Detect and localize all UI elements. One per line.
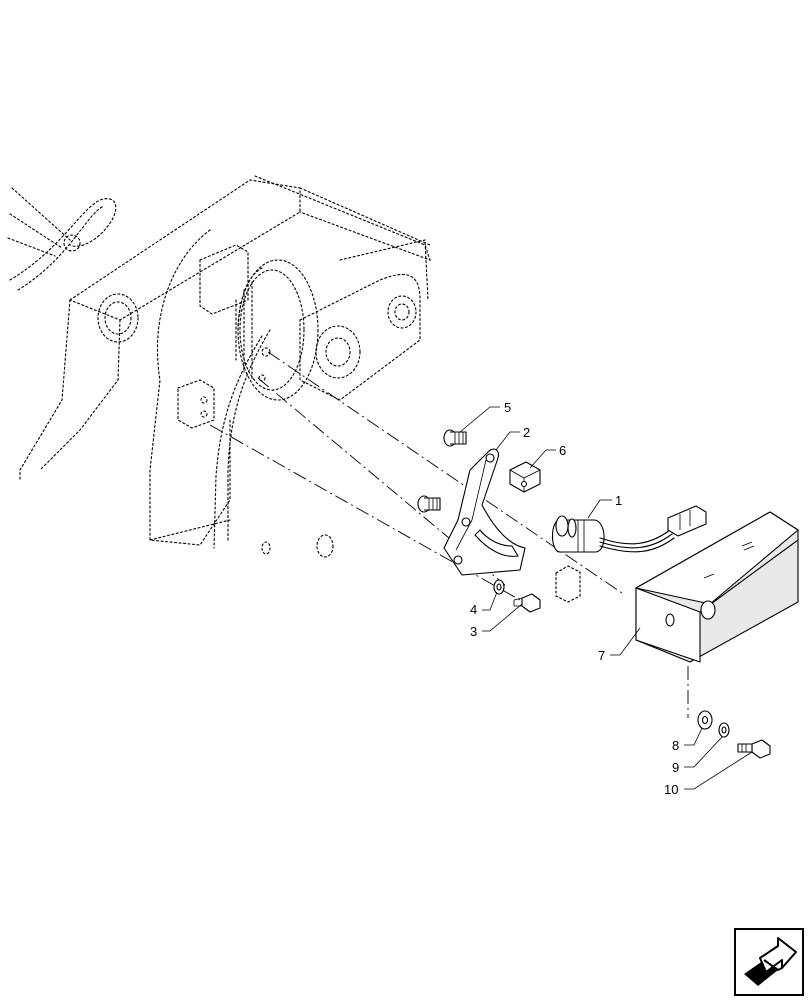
callout-10: 10 (664, 782, 678, 797)
callout-7: 7 (598, 648, 605, 663)
next-page-button[interactable] (734, 928, 804, 996)
assembly-center-lines (209, 351, 689, 718)
callout-4: 4 (470, 602, 477, 617)
callout-8: 8 (672, 738, 679, 753)
callout-1: 1 (615, 493, 622, 508)
loader-arm-frame (7, 175, 431, 558)
washer-part-9 (718, 722, 730, 738)
bolt-part-3 (513, 593, 541, 613)
arrow-navigation-icon (734, 928, 804, 996)
screw-part-5b (417, 495, 441, 513)
callout-5: 5 (504, 400, 511, 415)
washer-part-8 (697, 710, 713, 730)
callout-6: 6 (559, 443, 566, 458)
bracket-part-2 (443, 448, 526, 576)
callout-9: 9 (672, 760, 679, 775)
cover-part-7 (635, 511, 799, 663)
bolt-part-10 (737, 739, 771, 759)
clip-block-part-6 (509, 461, 541, 493)
screw-part-5 (443, 429, 467, 447)
callout-2: 2 (523, 425, 530, 440)
leader-lines (459, 406, 753, 790)
sensor-part-1 (551, 505, 707, 553)
callout-labels: 1 2 3 4 5 6 7 8 9 10 (470, 400, 679, 797)
washer-part-4 (493, 579, 505, 595)
clip-block-ghost (555, 565, 581, 603)
callout-3: 3 (470, 624, 477, 639)
